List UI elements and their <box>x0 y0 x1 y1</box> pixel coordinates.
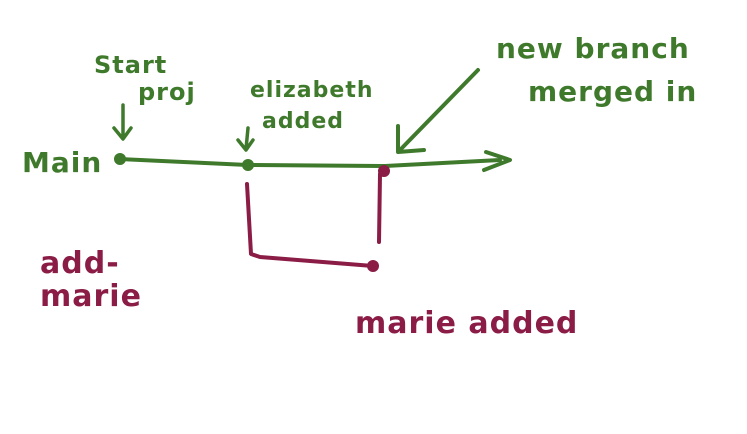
label-branch-line2: marie <box>40 279 142 314</box>
label-merged-line2: merged in <box>528 75 697 108</box>
label-branch-line1: add- <box>40 246 120 281</box>
merge-arrow <box>396 68 480 154</box>
main-branch-line <box>118 157 502 168</box>
start-commit-dot <box>114 153 126 165</box>
marie-commit-dot <box>367 260 379 272</box>
label-start-line2: proj <box>138 78 196 106</box>
merge-commit-dot <box>378 165 390 177</box>
label-elizabeth-line2: added <box>262 109 344 134</box>
label-main: Main <box>22 146 102 179</box>
label-elizabeth-line1: elizabeth <box>250 78 374 103</box>
start-arrow <box>112 103 133 141</box>
elizabeth-commit-dot <box>242 159 254 171</box>
merge-line <box>377 172 382 244</box>
label-marie-added: marie added <box>355 306 578 341</box>
label-merged-line1: new branch <box>496 32 690 65</box>
main-branch-arrowhead <box>482 150 512 172</box>
label-start-line1: Start <box>94 51 167 79</box>
feature-branch-line <box>245 182 375 268</box>
elizabeth-arrow <box>236 126 255 152</box>
